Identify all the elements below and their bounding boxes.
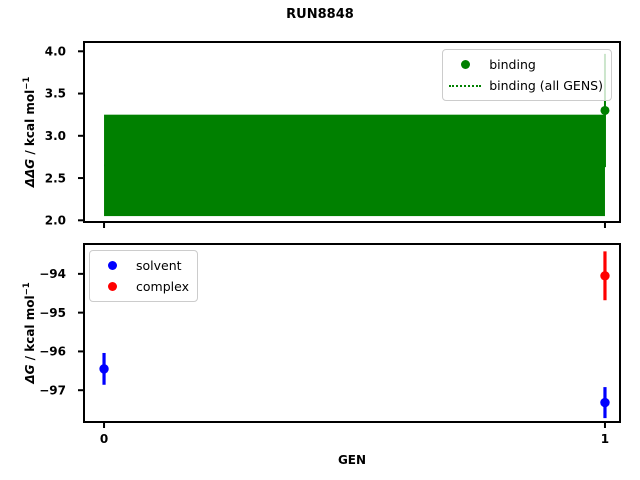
top-plot-legend: binding binding (all GENS): [442, 49, 612, 101]
legend-label-binding: binding: [489, 57, 536, 72]
x-tick-label: 0: [100, 432, 108, 446]
y-tick-label: 3.0: [45, 129, 66, 143]
y-tick-label: 2.0: [45, 214, 66, 228]
uncertainty-band: [104, 114, 605, 217]
x-tick-label: 1: [601, 432, 609, 446]
solvent-point: [99, 364, 109, 374]
bottom-y-axis-label-exponent: −1: [22, 282, 32, 296]
legend-entry-solvent: solvent: [96, 255, 189, 276]
x-axis-label: GEN: [337, 453, 367, 467]
complex-point: [600, 271, 610, 281]
top-y-axis-label-units: / kcal mol: [23, 89, 37, 159]
y-tick-label: 3.5: [45, 87, 66, 101]
binding-point: [600, 105, 610, 115]
binding-all-gens-line-icon: [449, 84, 482, 87]
bottom-plot-legend: solvent complex: [89, 250, 198, 302]
binding-marker-icon: [449, 60, 481, 69]
plot-border: [83, 41, 621, 223]
figure-title: RUN8848: [286, 7, 354, 22]
top-y-axis-label: ΔΔG / kcal mol−1: [17, 32, 37, 232]
legend-entry-complex: complex: [96, 276, 189, 297]
legend-entry-binding-all-gens: binding (all GENS): [449, 75, 603, 96]
y-tick-label: −97: [39, 383, 66, 397]
complex-marker-icon: [96, 282, 128, 291]
y-tick-label: −95: [39, 306, 66, 320]
top-y-axis-label-exponent: −1: [22, 76, 32, 90]
bottom-y-axis-label: ΔG / kcal mol−1: [17, 233, 37, 433]
plot-border: [83, 243, 621, 423]
y-tick-label: −96: [39, 345, 66, 359]
y-tick-label: 2.5: [45, 171, 66, 185]
bottom-y-axis-label-math: ΔG: [23, 364, 37, 384]
solvent-point: [600, 397, 610, 408]
legend-label-complex: complex: [136, 279, 189, 294]
y-tick-label: −94: [39, 267, 66, 281]
y-tick-label: 4.0: [45, 44, 66, 58]
solvent-marker-icon: [96, 261, 128, 270]
legend-entry-binding: binding: [449, 54, 603, 75]
top-y-axis-label-math: ΔΔG: [23, 158, 37, 188]
legend-label-solvent: solvent: [136, 258, 182, 273]
legend-label-binding-all-gens: binding (all GENS): [489, 78, 603, 93]
bottom-y-axis-label-units: / kcal mol: [23, 295, 37, 365]
